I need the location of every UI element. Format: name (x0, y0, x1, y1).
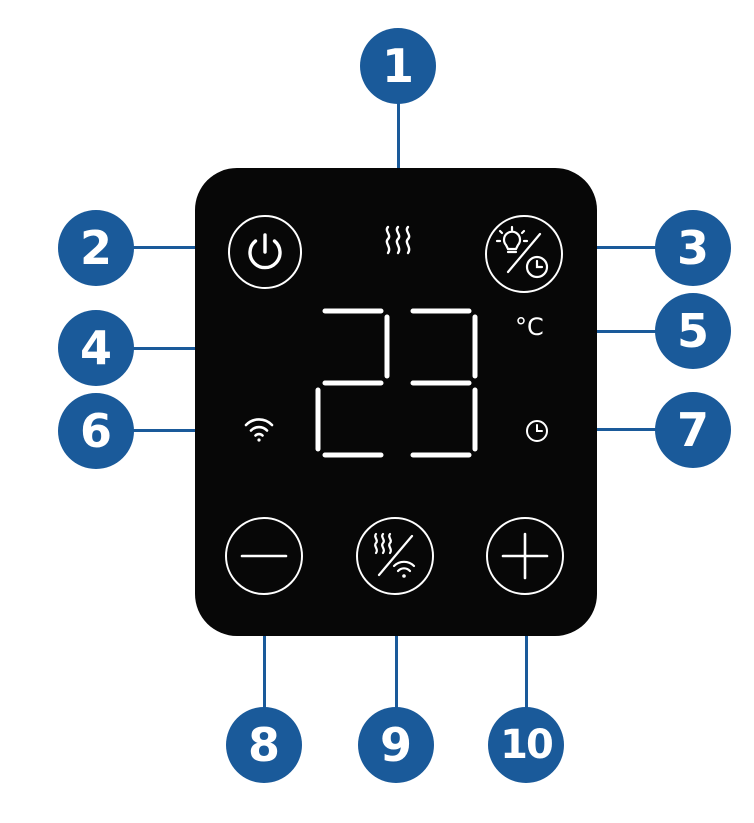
leader-line-10 (525, 612, 528, 712)
callout-1: 1 (360, 28, 436, 104)
temperature-display (313, 303, 488, 463)
callout-4: 4 (58, 310, 134, 386)
heat-waves-icon (381, 223, 415, 257)
leader-line-1 (397, 100, 400, 202)
leader-line-7 (570, 428, 660, 431)
leader-line-6 (132, 429, 212, 432)
callout-6: 6 (58, 393, 134, 469)
digit-3 (410, 308, 478, 458)
callout-10: 10 (488, 707, 564, 783)
leader-line-5 (570, 330, 660, 333)
callout-9: 9 (358, 707, 434, 783)
celsius-indicator: °C (515, 313, 544, 341)
heat-wifi-icon (374, 532, 416, 578)
digit-2 (315, 308, 390, 458)
leader-line-8 (263, 612, 266, 712)
callout-8: 8 (226, 707, 302, 783)
leader-line-2 (132, 246, 212, 249)
plus-button[interactable] (485, 516, 565, 596)
plus-icon (501, 532, 549, 580)
power-button[interactable] (227, 214, 303, 290)
wifi-icon (243, 414, 275, 444)
light-timer-button[interactable] (484, 214, 564, 294)
minus-button[interactable] (224, 516, 304, 596)
callout-7: 7 (655, 392, 731, 468)
heat-wifi-button[interactable] (355, 516, 435, 596)
callout-5: 5 (655, 293, 731, 369)
leader-line-9 (395, 612, 398, 712)
callout-2: 2 (58, 210, 134, 286)
leader-line-3 (578, 246, 660, 249)
light-timer-icon (495, 225, 549, 279)
clock-icon (523, 417, 551, 445)
callout-3: 3 (655, 210, 731, 286)
power-icon (248, 233, 282, 270)
